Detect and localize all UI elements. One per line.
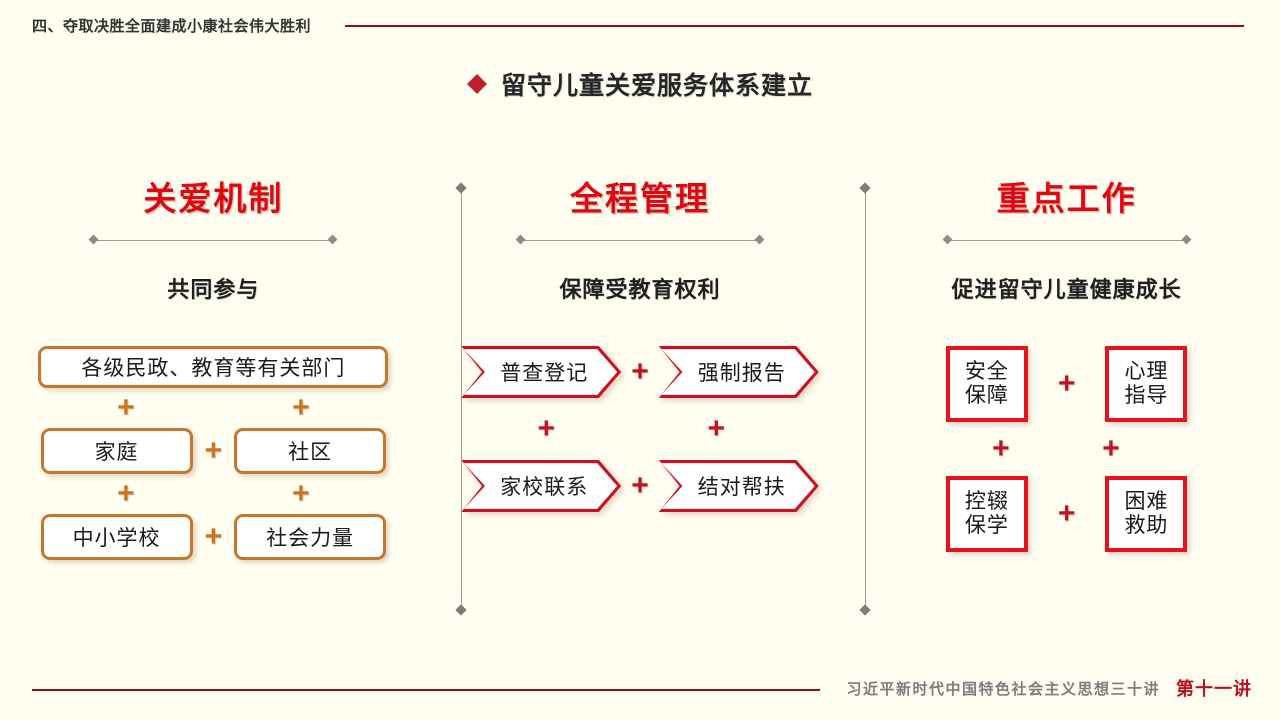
- slide-footer: 习近平新时代中国特色社会主义思想三十讲 第十一讲: [32, 674, 1252, 702]
- column-divider-2: [859, 182, 871, 616]
- connector-row: + +: [38, 393, 388, 423]
- column-heading: 全程管理: [570, 180, 710, 217]
- column-key-work: 重点工作 促进留守儿童健康成长 安全 保障 + 心理 指导: [853, 160, 1280, 630]
- diamond-cap-icon: [515, 234, 526, 245]
- node-label: 结对帮扶: [697, 476, 786, 499]
- diamond-cap-icon: [88, 234, 99, 245]
- node-label: 普查登记: [500, 362, 589, 385]
- divider-line: [520, 239, 760, 241]
- diagram-care-mechanism: 各级民政、教育等有关部门 + + 家庭 + 社区 + + 中小学校 +: [38, 346, 389, 560]
- column-divider-1: [455, 182, 467, 616]
- node-chevron[interactable]: 普查登记: [461, 346, 622, 398]
- node-square[interactable]: 安全 保障: [945, 346, 1028, 422]
- diamond-cap-icon: [942, 234, 953, 245]
- node-label: 强制报告: [697, 362, 786, 385]
- diagram-key-work: 安全 保障 + 心理 指导 + + 控辍 保学: [945, 346, 1188, 552]
- chevron-fill: 结对帮扶: [661, 463, 815, 509]
- node-row: 安全 保障 + 心理 指导: [945, 346, 1188, 422]
- node-square[interactable]: 控辍 保学: [945, 476, 1028, 552]
- plus-icon: +: [117, 477, 135, 510]
- footer-lecture-badge: 第十一讲: [1176, 679, 1252, 700]
- footer-series-title: 习近平新时代中国特色社会主义思想三十讲: [846, 680, 1160, 698]
- node-row: 家校联系 + 结对帮扶: [461, 460, 819, 512]
- connector-row: + +: [38, 479, 388, 509]
- plus-icon: +: [204, 434, 223, 467]
- plus-icon: +: [1057, 367, 1076, 400]
- footer-rule: [32, 688, 821, 691]
- node-row: 控辍 保学 + 困难 救助: [945, 476, 1188, 552]
- node-label-line2: 保学: [964, 514, 1009, 537]
- columns-container: 关爱机制 共同参与 各级民政、教育等有关部门 + + 家庭 + 社区: [0, 160, 1280, 630]
- node-label-line2: 救助: [1124, 514, 1169, 537]
- section-title: 四、夺取决胜全面建成小康社会伟大胜利: [32, 17, 312, 35]
- diamond-bullet-icon: [466, 64, 487, 94]
- column-care-mechanism: 关爱机制 共同参与 各级民政、教育等有关部门 + + 家庭 + 社区: [0, 160, 427, 630]
- node-label: 家校联系: [500, 476, 589, 499]
- node-row: 各级民政、教育等有关部门: [38, 346, 389, 388]
- plus-icon: +: [707, 412, 725, 445]
- page-title-text: 留守儿童关爱服务体系建立: [500, 72, 813, 100]
- plus-icon: +: [117, 391, 135, 424]
- connector-row: + +: [461, 414, 801, 444]
- plus-icon: +: [631, 469, 649, 502]
- heading-divider: [88, 234, 338, 246]
- divider-line: [946, 239, 1187, 241]
- diamond-cap-icon: [1181, 234, 1192, 245]
- slide-header: 四、夺取决胜全面建成小康社会伟大胜利: [32, 12, 1244, 38]
- column-heading: 重点工作: [996, 180, 1137, 217]
- node-chevron[interactable]: 家校联系: [461, 460, 622, 512]
- header-rule: [345, 25, 1244, 27]
- node-label-line2: 指导: [1124, 384, 1169, 407]
- plus-icon: +: [1102, 432, 1120, 465]
- column-subheading: 促进留守儿童健康成长: [951, 277, 1182, 302]
- node-box[interactable]: 中小学校: [40, 514, 193, 560]
- node-row: 家庭 + 社区: [38, 428, 388, 474]
- node-square[interactable]: 困难 救助: [1105, 476, 1188, 552]
- page-title: 留守儿童关爱服务体系建立: [0, 66, 1280, 102]
- node-box[interactable]: 各级民政、教育等有关部门: [38, 346, 389, 388]
- diamond-cap-icon: [327, 234, 338, 245]
- node-row: 中小学校 + 社会力量: [38, 514, 388, 560]
- node-box[interactable]: 家庭: [40, 428, 193, 474]
- node-chevron[interactable]: 结对帮扶: [658, 460, 819, 512]
- plus-icon: +: [292, 391, 310, 424]
- column-heading: 关爱机制: [143, 180, 284, 217]
- node-label-line1: 安全: [964, 359, 1009, 383]
- plus-icon: +: [1057, 497, 1076, 530]
- node-label-line1: 心理: [1124, 359, 1169, 383]
- chevron-fill: 家校联系: [463, 463, 618, 509]
- divider-line: [93, 239, 334, 241]
- node-square[interactable]: 心理 指导: [1105, 346, 1188, 422]
- node-box[interactable]: 社会力量: [234, 514, 387, 560]
- node-label-line1: 控辍: [964, 489, 1009, 513]
- plus-icon: +: [992, 432, 1010, 465]
- heading-divider: [515, 234, 765, 246]
- diamond-cap-icon: [754, 234, 765, 245]
- diagram-whole-process: 普查登记 + 强制报告 + +: [461, 346, 819, 512]
- plus-icon: +: [204, 520, 223, 553]
- node-box[interactable]: 社区: [234, 428, 387, 474]
- heading-divider: [942, 234, 1192, 246]
- divider-line: [864, 188, 866, 610]
- plus-icon: +: [292, 477, 310, 510]
- plus-icon: +: [631, 355, 649, 388]
- node-label-line1: 困难: [1124, 489, 1169, 513]
- divider-line: [460, 188, 462, 610]
- connector-row: + +: [946, 434, 1166, 464]
- plus-icon: +: [537, 412, 555, 445]
- chevron-fill: 普查登记: [463, 349, 618, 395]
- node-label-line2: 保障: [964, 384, 1009, 407]
- node-chevron[interactable]: 强制报告: [658, 346, 819, 398]
- column-subheading: 保障受教育权利: [559, 277, 721, 302]
- chevron-fill: 强制报告: [661, 349, 815, 395]
- node-row: 普查登记 + 强制报告: [461, 346, 819, 398]
- column-whole-process-management: 全程管理 保障受教育权利 普查登记 +: [427, 160, 854, 630]
- column-subheading: 共同参与: [167, 277, 260, 302]
